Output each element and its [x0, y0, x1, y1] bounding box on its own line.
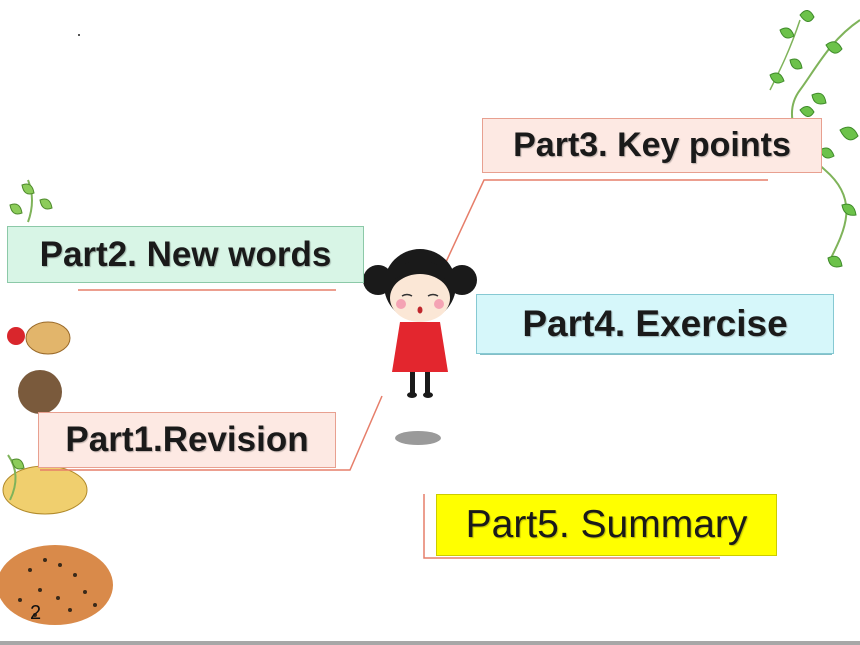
part5-label: Part5. Summary [465, 503, 748, 546]
part2-box[interactable]: Part2. New words [7, 226, 364, 283]
bottom-divider [0, 641, 860, 645]
part2-label: Part2. New words [39, 234, 332, 274]
stray-dot [78, 34, 80, 36]
part1-label: Part1.Revision [65, 420, 309, 459]
part4-box[interactable]: Part4. Exercise [476, 294, 834, 354]
part3-box[interactable]: Part3. Key points [482, 118, 822, 173]
page-number: 2 [30, 602, 42, 624]
part4-label: Part4. Exercise [522, 303, 788, 344]
part3-label: Part3. Key points [513, 126, 791, 164]
part1-box[interactable]: Part1.Revision [38, 412, 336, 468]
part5-box[interactable]: Part5. Summary [436, 494, 777, 556]
